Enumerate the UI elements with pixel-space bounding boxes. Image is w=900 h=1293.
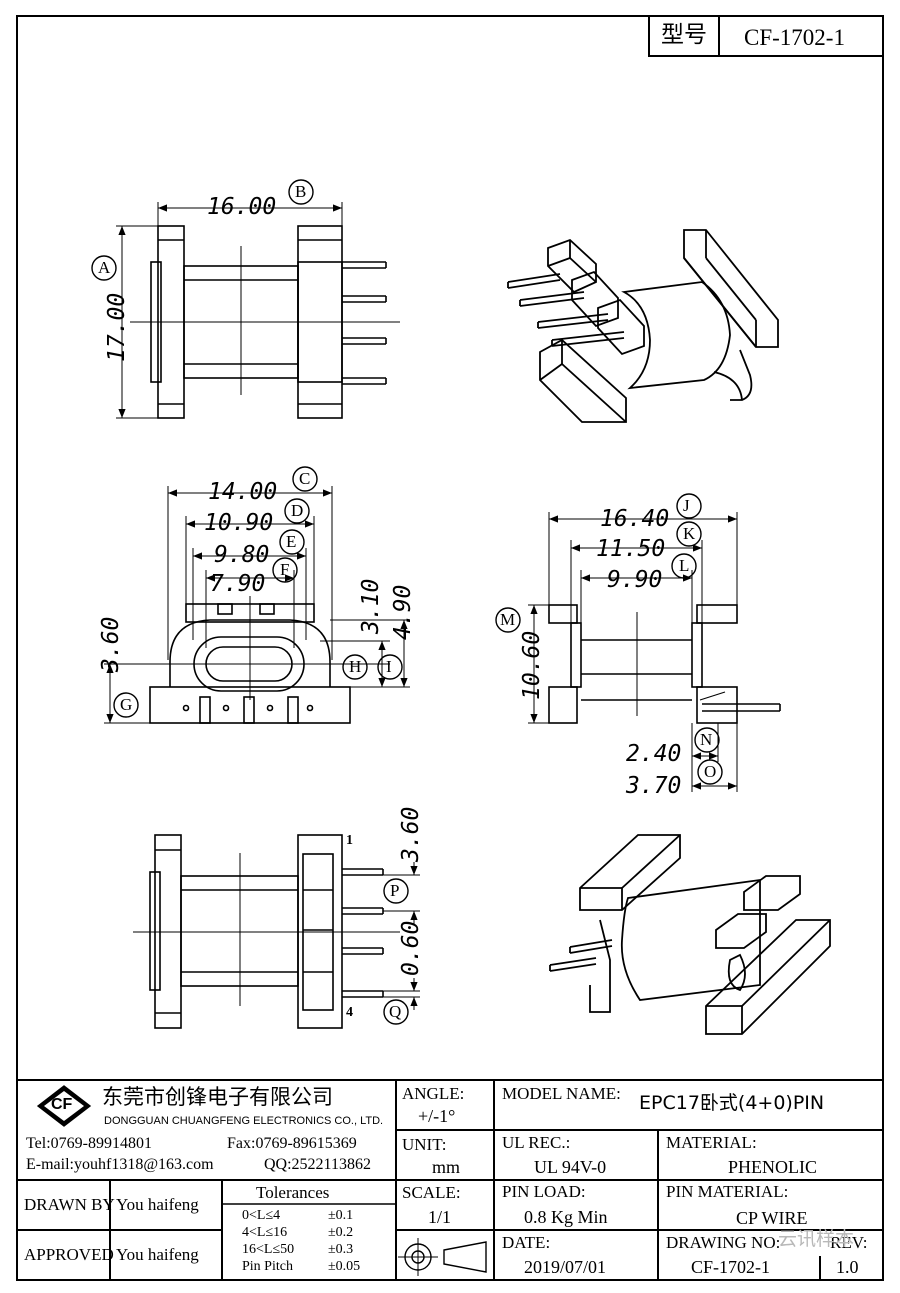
- scale-value: 1/1: [428, 1207, 452, 1227]
- label-K: K: [683, 524, 696, 543]
- type-label: 型号: [661, 22, 707, 48]
- tol-range-1: 4<L≤16: [242, 1225, 288, 1240]
- dim-M: 10.60: [519, 630, 545, 700]
- iso-view-lower: [549, 834, 831, 1035]
- dim-L: 9.90: [607, 567, 663, 593]
- dim-K: 11.50: [596, 536, 666, 562]
- angle-label: ANGLE:: [402, 1084, 465, 1103]
- label-G: G: [120, 695, 133, 714]
- sheet-border: [16, 15, 884, 1281]
- date-label: DATE:: [502, 1233, 551, 1252]
- label-C: C: [299, 469, 311, 488]
- rev-value: 1.0: [836, 1257, 859, 1277]
- approved-label: APPROVED: [24, 1245, 114, 1264]
- label-M: M: [500, 610, 516, 629]
- company-name-cn: 东莞市创锋电子有限公司: [102, 1085, 333, 1109]
- pinmat-value: CP WIRE: [736, 1208, 808, 1228]
- tol-range-2: 16<L≤50: [242, 1242, 295, 1257]
- model-label: MODEL NAME:: [502, 1084, 621, 1103]
- unit-value: mm: [432, 1157, 461, 1177]
- dim-J: 16.40: [600, 506, 670, 532]
- front-view: [149, 596, 351, 724]
- dim-B: 16.00: [207, 194, 277, 220]
- approved-value: You haifeng: [116, 1245, 199, 1264]
- rev-label: REV:: [830, 1233, 868, 1252]
- company-tel: Tel:0769-89914801: [26, 1135, 152, 1152]
- drawing-no-label: DRAWING NO:: [666, 1233, 781, 1252]
- ul-label: UL REC.:: [502, 1133, 571, 1152]
- company-email: E-mail:youhf1318@163.com: [26, 1156, 214, 1173]
- dim-D: 10.90: [204, 510, 274, 536]
- bottom-view: [133, 834, 400, 1029]
- pinload-value: 0.8 Kg Min: [524, 1207, 608, 1227]
- model-value: EPC17卧式(4+0)PIN: [639, 1092, 825, 1114]
- tol-range-0: 0<L≤4: [242, 1208, 281, 1223]
- dim-G: 3.60: [98, 616, 124, 672]
- dim-E: 9.80: [214, 542, 270, 568]
- company-fax: Fax:0769-89615369: [227, 1135, 357, 1152]
- label-H: H: [349, 657, 362, 676]
- label-F: F: [280, 560, 290, 579]
- top-view: [130, 225, 400, 419]
- dim-H: 3.10: [358, 578, 384, 634]
- company-qq: QQ:2522113862: [264, 1156, 371, 1173]
- tol-range-3: Pin Pitch: [242, 1259, 293, 1274]
- dim-O: 3.70: [626, 773, 682, 799]
- tolerances-title: Tolerances: [256, 1183, 330, 1202]
- dim-F: 7.90: [210, 571, 266, 597]
- drawn-by-label: DRAWN BY: [24, 1195, 115, 1214]
- company-name-en: DONGGUAN CHUANGFENG ELECTRONICS CO., LTD…: [104, 1115, 384, 1127]
- dim-Q: 0.60: [398, 920, 424, 976]
- scale-label: SCALE:: [402, 1183, 461, 1202]
- ul-value: UL 94V-0: [534, 1157, 607, 1177]
- pinload-label: PIN LOAD:: [502, 1182, 586, 1201]
- pin-mark-first: 1: [346, 833, 353, 848]
- pinmat-label: PIN MATERIAL:: [666, 1182, 789, 1201]
- dim-N: 2.40: [626, 741, 682, 767]
- label-L: L: [679, 556, 690, 575]
- tol-value-1: ±0.2: [328, 1225, 354, 1240]
- dim-A: 17.00: [104, 292, 130, 362]
- dim-C: 14.00: [208, 479, 278, 505]
- label-B: B: [295, 182, 307, 201]
- material-value: PHENOLIC: [728, 1157, 817, 1177]
- watermark: 云讯样本: [778, 1228, 855, 1250]
- label-I: I: [386, 657, 392, 676]
- label-J: J: [683, 496, 690, 515]
- label-Q: Q: [389, 1002, 402, 1021]
- tol-value-2: ±0.3: [328, 1242, 354, 1257]
- label-P: P: [390, 881, 400, 900]
- tol-value-3: ±0.05: [328, 1259, 361, 1274]
- label-A: A: [98, 258, 111, 277]
- unit-label: UNIT:: [402, 1135, 447, 1154]
- label-D: D: [291, 501, 304, 520]
- logo-text: CF: [51, 1096, 73, 1113]
- type-value: CF-1702-1: [744, 25, 845, 50]
- dim-P: 3.60: [398, 806, 424, 862]
- material-label: MATERIAL:: [666, 1133, 757, 1152]
- dim-I: 4.90: [390, 584, 416, 640]
- drawing-no-value: CF-1702-1: [691, 1257, 771, 1277]
- header-box: [648, 15, 884, 57]
- date-value: 2019/07/01: [524, 1257, 607, 1277]
- label-E: E: [286, 532, 297, 551]
- label-O: O: [704, 762, 717, 781]
- label-N: N: [700, 730, 713, 749]
- tol-value-0: ±0.1: [328, 1208, 354, 1223]
- iso-view-upper: [507, 229, 779, 423]
- pin-mark-last: 4: [346, 1005, 353, 1020]
- projection-symbol: [398, 1238, 487, 1276]
- title-block-grid: [17, 1080, 883, 1280]
- angle-value: +/-1°: [418, 1106, 456, 1126]
- drawn-by-value: You haifeng: [116, 1195, 199, 1214]
- side-view: [548, 604, 781, 724]
